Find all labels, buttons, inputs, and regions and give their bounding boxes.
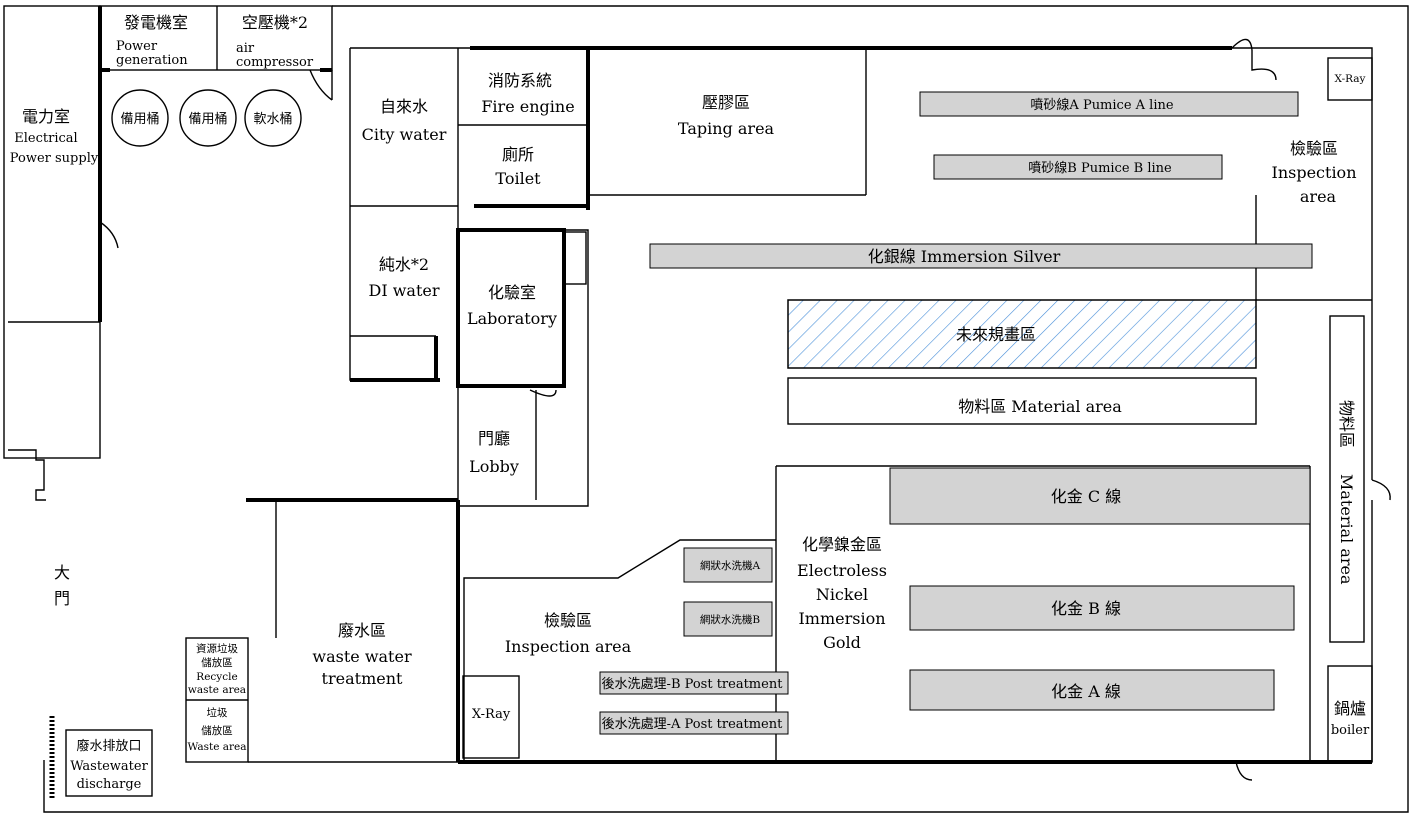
enig-area-en3: Immersion <box>798 609 885 628</box>
air-compressor-zh: 空壓機*2 <box>242 13 308 32</box>
discharge-en2: discharge <box>77 777 142 792</box>
post-treatment-b-label: 後水洗處理-B Post treatment <box>602 677 784 692</box>
di-water-zh: 純水*2 <box>379 255 429 274</box>
toilet-zh: 廁所 <box>502 145 534 164</box>
gold-c-line-label: 化金 C 線 <box>1051 487 1121 506</box>
waste-area-en: Waste area <box>187 741 246 753</box>
walls <box>3 5 1409 813</box>
soft-water-tank <box>244 89 302 147</box>
fire-engine-en: Fire engine <box>481 97 574 116</box>
immersion-silver-label: 化銀線 Immersion Silver <box>868 247 1061 266</box>
electrical-room-en: Electrical <box>14 131 77 146</box>
wastewater-area-en2: treatment <box>322 669 403 688</box>
gold-a-line-block <box>909 669 1275 711</box>
material-area-h-label: 物料區 Material area <box>958 397 1122 416</box>
inspection-right-en2: area <box>1300 187 1337 206</box>
immersion-silver-line-block <box>649 243 1313 269</box>
wastewater-area-zh: 廢水區 <box>338 621 386 640</box>
laboratory-zh: 化驗室 <box>488 283 536 302</box>
recycle-area-en1: Recycle <box>196 671 237 683</box>
spare-tank-1 <box>111 89 169 147</box>
gold-b-line-label: 化金 B 線 <box>1051 599 1121 618</box>
room-labels: 電力室 Electrical Power supply 發電機室 Power g… <box>10 13 1370 792</box>
material-area-horizontal <box>787 377 1257 425</box>
electrical-room-zh: 電力室 <box>22 107 70 126</box>
discharge-en1: Wastewater <box>70 759 148 774</box>
taping-area-en: Taping area <box>678 119 775 138</box>
line-labels: 噴砂線A Pumice A line 噴砂線B Pumice B line 化銀… <box>602 97 1174 732</box>
post-treatment-a-block <box>599 711 789 735</box>
future-planning-label: 未來規畫區 <box>956 325 1036 344</box>
inspection-right-zh: 檢驗區 <box>1290 139 1338 158</box>
main-gate-2: 門 <box>54 589 70 608</box>
enig-area-en2: Nickel <box>816 585 868 604</box>
taping-area-zh: 壓膠區 <box>702 93 750 112</box>
lobby-zh: 門廳 <box>478 429 510 448</box>
di-water-en: DI water <box>368 281 439 300</box>
city-water-zh: 自來水 <box>380 97 428 116</box>
air-compressor-en: air <box>236 41 255 56</box>
fire-engine-zh: 消防系統 <box>488 71 552 90</box>
wash-machine-a-label: 網狀水洗機A <box>700 559 760 572</box>
recycle-area-en2: waste area <box>188 684 246 696</box>
enig-area-en1: Electroless <box>797 561 887 580</box>
xray-left: X-Ray <box>472 707 511 722</box>
recycle-area-zh1: 資源垃圾 <box>196 642 238 655</box>
waste-area-zh1: 垃圾 <box>207 706 228 719</box>
electrical-room-en2: Power supply <box>10 151 99 166</box>
material-area-v-zh: 物料區 <box>1337 400 1356 448</box>
waste-area-zh2: 儲放區 <box>201 724 233 737</box>
enig-area-zh: 化學鎳金區 <box>802 535 882 554</box>
wash-machine-b-label: 網狀水洗機B <box>700 613 760 626</box>
wastewater-area-en: waste water <box>312 647 412 666</box>
future-planning-area <box>787 299 1257 369</box>
wash-machine-a-block <box>683 547 773 583</box>
gold-a-line-label: 化金 A 線 <box>1051 682 1121 701</box>
city-water-en: City water <box>362 125 447 144</box>
power-room-en2: generation <box>116 53 188 68</box>
recycle-area-zh2: 儲放區 <box>201 656 233 669</box>
power-room-zh: 發電機室 <box>124 13 188 32</box>
main-gate-1: 大 <box>54 563 70 582</box>
boiler-en: boiler <box>1331 723 1370 738</box>
wash-machine-b-block <box>683 601 773 637</box>
laboratory-en: Laboratory <box>467 309 557 328</box>
air-compressor-en2: compressor <box>236 55 314 70</box>
inspection-left-en: Inspection area <box>505 637 632 656</box>
gold-c-line-block <box>889 467 1311 525</box>
xray-right: X-Ray <box>1335 73 1366 85</box>
spare-tank-2-label: 備用桶 <box>188 111 227 127</box>
spare-tank-2 <box>179 89 237 147</box>
post-treatment-a-label: 後水洗處理-A Post treatment <box>602 717 783 732</box>
boiler-zh: 鍋爐 <box>1334 699 1366 718</box>
pumice-b-line-label: 噴砂線B Pumice B line <box>1028 160 1172 176</box>
post-treatment-b-block <box>599 671 789 695</box>
toilet-en: Toilet <box>495 169 541 188</box>
pumice-b-line-block <box>933 154 1223 180</box>
lobby-en: Lobby <box>469 457 519 476</box>
discharge-zh: 廢水排放口 <box>76 739 141 754</box>
enig-area-en4: Gold <box>823 633 861 652</box>
power-room-en: Power <box>116 39 158 54</box>
spare-tank-1-label: 備用桶 <box>120 111 159 127</box>
soft-water-tank-label: 軟水桶 <box>253 111 292 127</box>
inspection-left-zh: 檢驗區 <box>544 611 592 630</box>
inspection-right-en1: Inspection <box>1272 163 1357 182</box>
material-area-v-en: Material area <box>1337 474 1356 585</box>
pumice-a-line-block <box>919 91 1299 117</box>
material-area-vertical <box>1329 315 1365 643</box>
pumice-a-line-label: 噴砂線A Pumice A line <box>1030 97 1173 113</box>
gold-b-line-block <box>909 585 1295 631</box>
